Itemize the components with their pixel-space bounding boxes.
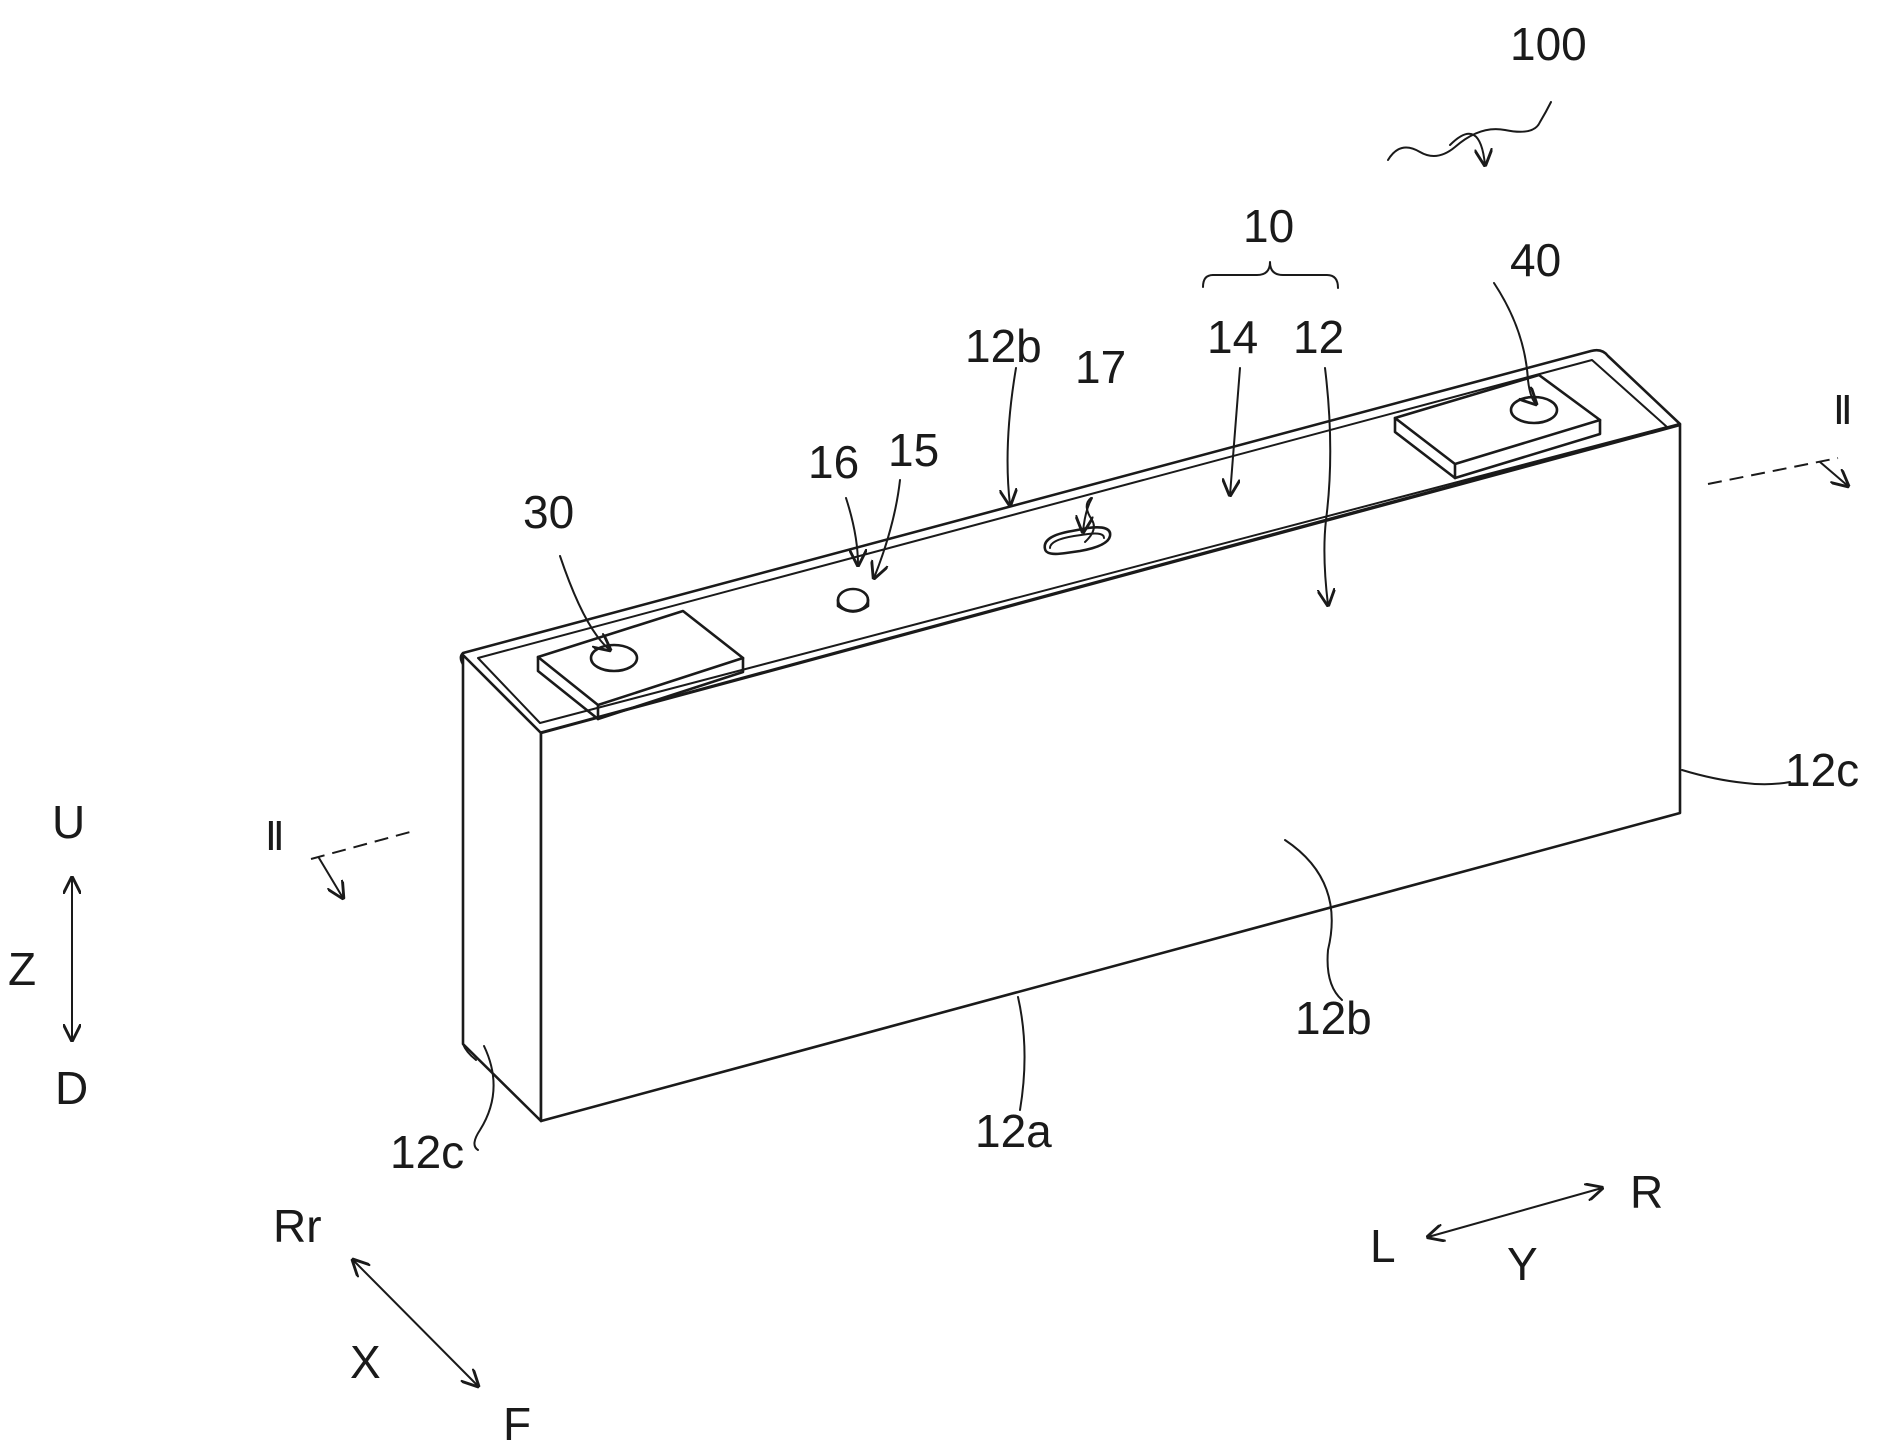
axis-label-z: Z [8, 943, 36, 995]
label-15: 15 [888, 424, 939, 476]
axis-label-f: F [503, 1398, 531, 1446]
plug [838, 589, 868, 612]
axis-label-x: X [350, 1336, 381, 1388]
axis-label-d: D [55, 1062, 88, 1114]
narrow-side-left [463, 655, 541, 1121]
axis-label-rr: Rr [273, 1200, 322, 1252]
label-12c-right: 12c [1785, 744, 1859, 796]
axis-label-r: R [1630, 1166, 1663, 1218]
label-17: 17 [1075, 341, 1126, 393]
label-12: 12 [1293, 311, 1344, 363]
label-12a: 12a [975, 1105, 1052, 1157]
axis-label-u: U [52, 796, 85, 848]
label-40: 40 [1510, 234, 1561, 286]
axis-label-l: L [1370, 1220, 1396, 1272]
label-100: 100 [1510, 18, 1587, 70]
section-mark-left: Ⅱ [265, 814, 285, 859]
label-30: 30 [523, 486, 574, 538]
label-14: 14 [1207, 311, 1258, 363]
label-12b-top: 12b [965, 320, 1042, 372]
label-12c-left: 12c [390, 1126, 464, 1178]
label-16: 16 [808, 436, 859, 488]
section-mark-right: Ⅱ [1833, 388, 1853, 433]
y-axis-arrow [1428, 1188, 1602, 1237]
label-10: 10 [1243, 200, 1294, 252]
negative-terminal-hole [591, 645, 637, 671]
label-12b-front: 12b [1295, 992, 1372, 1044]
axis-label-y: Y [1507, 1238, 1538, 1290]
